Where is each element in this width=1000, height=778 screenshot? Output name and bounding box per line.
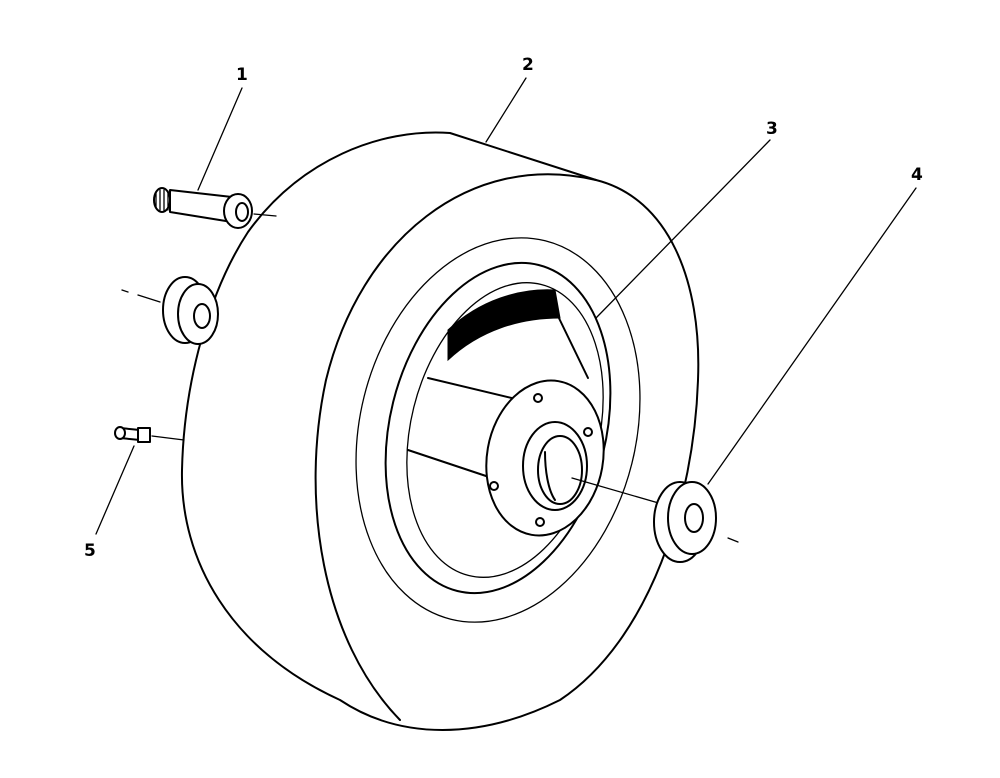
part-4-spacer: [653, 481, 717, 563]
fitting-hex: [137, 427, 151, 443]
left-spacer-bore: [193, 303, 211, 329]
bolt-knurl: [155, 189, 169, 212]
hub-bolt-hole: [489, 481, 499, 491]
leader-line-2: [485, 77, 527, 143]
leader-line-5: [95, 445, 135, 535]
callout-1: 1: [236, 65, 248, 85]
tire-sidewall-edge: [314, 173, 597, 721]
hub-bolt-hole: [533, 393, 543, 403]
hub-bolt-hole: [535, 517, 545, 527]
callout-4: 4: [911, 165, 923, 185]
leader-line-4: [707, 187, 917, 485]
wheel-rim: [384, 261, 612, 595]
bolt-knurled-end: [153, 187, 171, 213]
rim-spoke-lower: [407, 449, 493, 479]
bolt-head-recess: [235, 202, 249, 222]
part-1-axle-bolt: [153, 187, 277, 229]
leader-line-1: [197, 87, 243, 191]
hub-barrel-bore: [544, 451, 556, 501]
callout-3: 3: [766, 119, 778, 139]
left-spacer: [121, 276, 219, 345]
fitting-leader-to-tire: [151, 435, 185, 441]
bolt-leader-to-tire: [253, 213, 277, 217]
axle-centerline-dash: [727, 537, 739, 543]
tire-inner-ring: [355, 237, 641, 623]
hub-barrel-inner: [537, 435, 583, 505]
bolt-shank: [169, 189, 233, 223]
tire: [180, 131, 700, 731]
leader-line-3: [595, 139, 771, 319]
callout-2: 2: [522, 55, 534, 75]
part-5-grease-fitting: [114, 426, 185, 443]
rim-spoke-right: [555, 311, 589, 379]
left-spacer-centerline: [121, 289, 161, 303]
fitting-tip: [114, 426, 126, 440]
hub-bolt-hole: [583, 427, 593, 437]
rim-spoke-upper: [427, 377, 521, 401]
callout-5: 5: [84, 541, 96, 561]
tire-silhouette: [180, 131, 700, 731]
right-spacer-bore: [684, 503, 704, 533]
